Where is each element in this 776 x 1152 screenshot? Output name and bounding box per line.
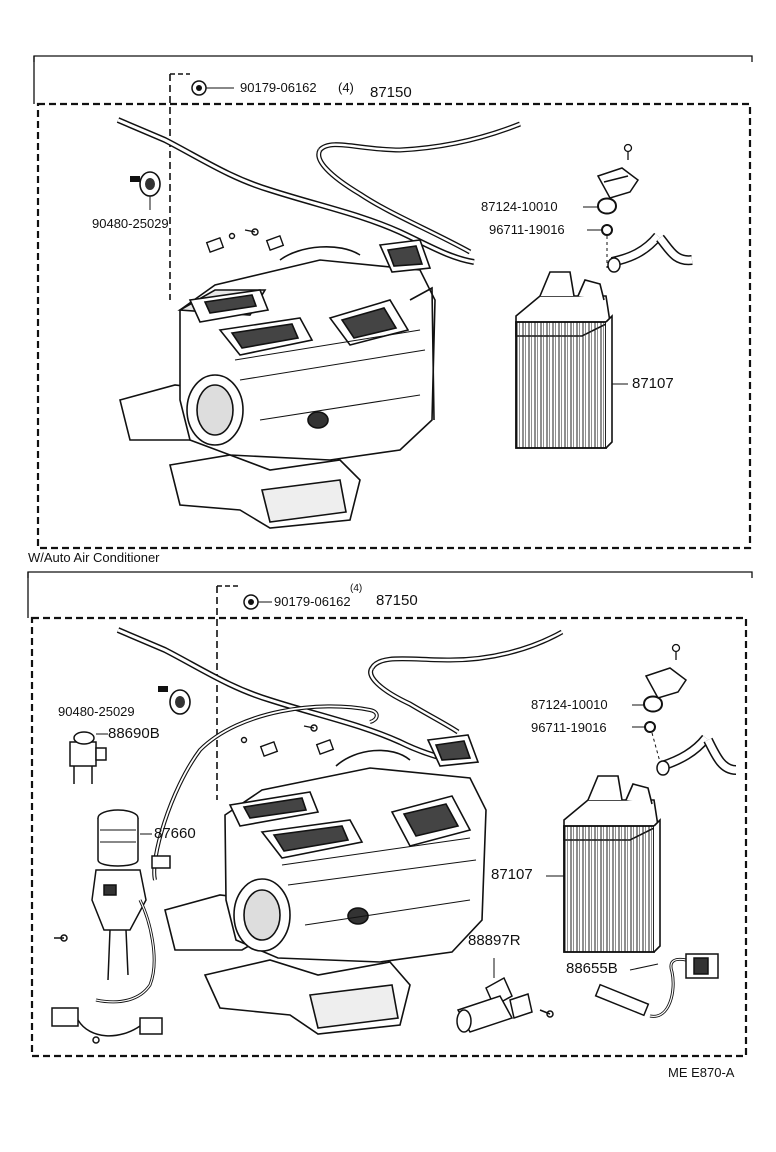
lower-screw-icon	[671, 643, 681, 660]
lower-bolt-part-number: 90179-06162	[274, 594, 351, 609]
bolt-icon	[191, 80, 234, 96]
lower-outer-frame	[27, 571, 753, 578]
upper-bolt-part-number: 90179-06162	[240, 80, 317, 95]
lower-assembly-part-number: 87150	[376, 592, 418, 609]
lower-valve-part-number: 88897R	[468, 932, 521, 949]
upper-grommet-part-number: 90480-25029	[92, 216, 169, 231]
upper-assembly-boundary	[36, 102, 752, 550]
actuator-icon	[91, 809, 152, 981]
lower-actuator-part-number: 87660	[154, 825, 196, 842]
upper-screw-icon	[623, 143, 633, 160]
upper-assembly-part-number: 87150	[370, 84, 412, 101]
upper-heater-core	[515, 271, 628, 449]
lower-heater-core	[546, 775, 661, 953]
upper-oring-part-number: 96711-19016	[489, 222, 565, 237]
oring-icon	[587, 224, 613, 236]
lower-thermistor-part-number: 88655B	[566, 960, 618, 977]
grommet-icon	[130, 171, 161, 210]
valve-icon	[456, 958, 554, 1033]
lower-bolt-icon	[243, 594, 272, 610]
upper-section	[33, 55, 753, 550]
upper-cables	[116, 117, 521, 265]
lower-grommet-part-number: 90480-25029	[58, 704, 135, 719]
lower-oring-part-number: 96711-19016	[531, 720, 607, 735]
upper-heater-unit	[119, 239, 436, 529]
upper-pipe	[607, 232, 693, 273]
lower-pipe	[656, 734, 737, 776]
clamp-icon	[583, 197, 618, 215]
lower-sensor-part-number: 88690B	[108, 725, 160, 742]
upper-core-part-number: 87107	[632, 375, 674, 392]
lower-oring-icon	[632, 721, 656, 733]
lower-section	[27, 571, 753, 1058]
upper-clips	[205, 228, 285, 253]
upper-outer-frame	[33, 55, 753, 62]
lower-heater-unit	[164, 734, 487, 1035]
lower-bolt-quantity: (4)	[350, 583, 363, 594]
thermistor-icon	[594, 953, 719, 1018]
upper-clamp-bracket	[596, 167, 640, 199]
lower-assembly-boundary	[30, 616, 748, 1058]
upper-bolt-quantity: (4)	[338, 80, 354, 95]
lower-section-heading: W/Auto Air Conditioner	[28, 550, 160, 565]
sensor-icon	[69, 731, 108, 784]
upper-clamp-part-number: 87124-10010	[481, 199, 558, 214]
lower-grommet-icon	[158, 686, 191, 715]
lower-clamp-bracket	[644, 667, 688, 699]
figure-code: ME E870-A	[668, 1065, 735, 1080]
harness-icon	[51, 855, 171, 1044]
lower-clips	[240, 724, 335, 757]
lower-clamp-icon	[632, 695, 664, 713]
lower-core-part-number: 87107	[491, 866, 533, 883]
lower-cables	[116, 627, 564, 881]
lower-clamp-part-number: 87124-10010	[531, 697, 608, 712]
